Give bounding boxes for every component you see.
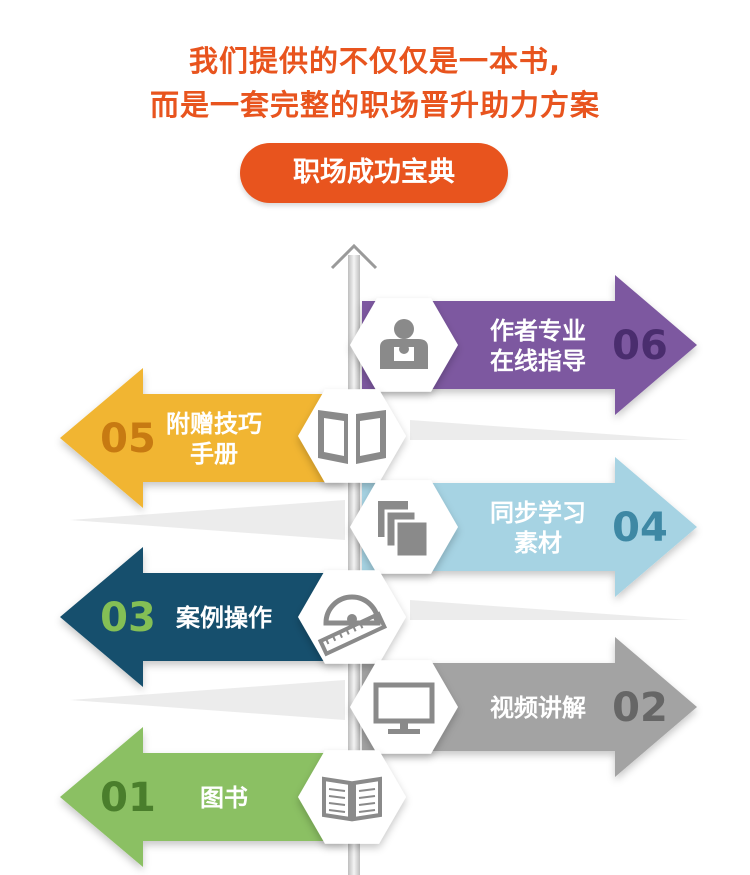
hexagon-01 (298, 750, 406, 844)
step-01: 01 图书 (60, 727, 346, 867)
step-label: 同步学习 (490, 499, 586, 527)
open-book-icon (318, 410, 386, 464)
step-number: 05 (100, 416, 156, 462)
step-label: 作者专业 (490, 317, 586, 345)
book-icon (322, 776, 382, 822)
headline-line-2: 而是一套完整的职场晋升助力方案 (149, 88, 600, 122)
step-number: 01 (100, 775, 156, 821)
step-label: 手册 (190, 440, 238, 468)
hexagon-04 (350, 480, 458, 574)
documents-icon (378, 501, 430, 559)
protractor-ruler-icon (317, 594, 388, 657)
title-badge: 职场成功宝典 (240, 143, 508, 203)
headline-line-1: 我们提供的不仅仅是一本书, (188, 44, 562, 78)
teacher-icon (380, 319, 428, 369)
step-label: 在线指导 (490, 347, 586, 375)
hexagon-02 (350, 660, 458, 754)
step-label: 案例操作 (175, 604, 272, 632)
arrow-03 (60, 547, 346, 687)
step-number: 03 (100, 595, 156, 641)
step-label: 素材 (514, 529, 562, 557)
arrow-01 (60, 727, 346, 867)
hexagon-06 (350, 298, 458, 392)
step-number: 02 (612, 685, 668, 731)
step-label: 附赠技巧 (166, 410, 262, 438)
step-label: 图书 (200, 784, 248, 812)
chevron-up-icon (330, 243, 378, 270)
arrow-05 (60, 368, 346, 508)
step-number: 04 (612, 505, 668, 551)
arrow-06 (362, 275, 697, 415)
step-02: 02 视频讲解 (362, 637, 697, 777)
step-03: 03 案例操作 (60, 547, 346, 687)
hexagon-03 (298, 570, 406, 664)
hexagon-05 (298, 389, 406, 483)
step-label: 视频讲解 (490, 694, 586, 722)
arrow-04 (362, 457, 697, 597)
monitor-icon (373, 682, 435, 734)
step-number: 06 (612, 323, 668, 369)
arrow-02 (362, 637, 697, 777)
